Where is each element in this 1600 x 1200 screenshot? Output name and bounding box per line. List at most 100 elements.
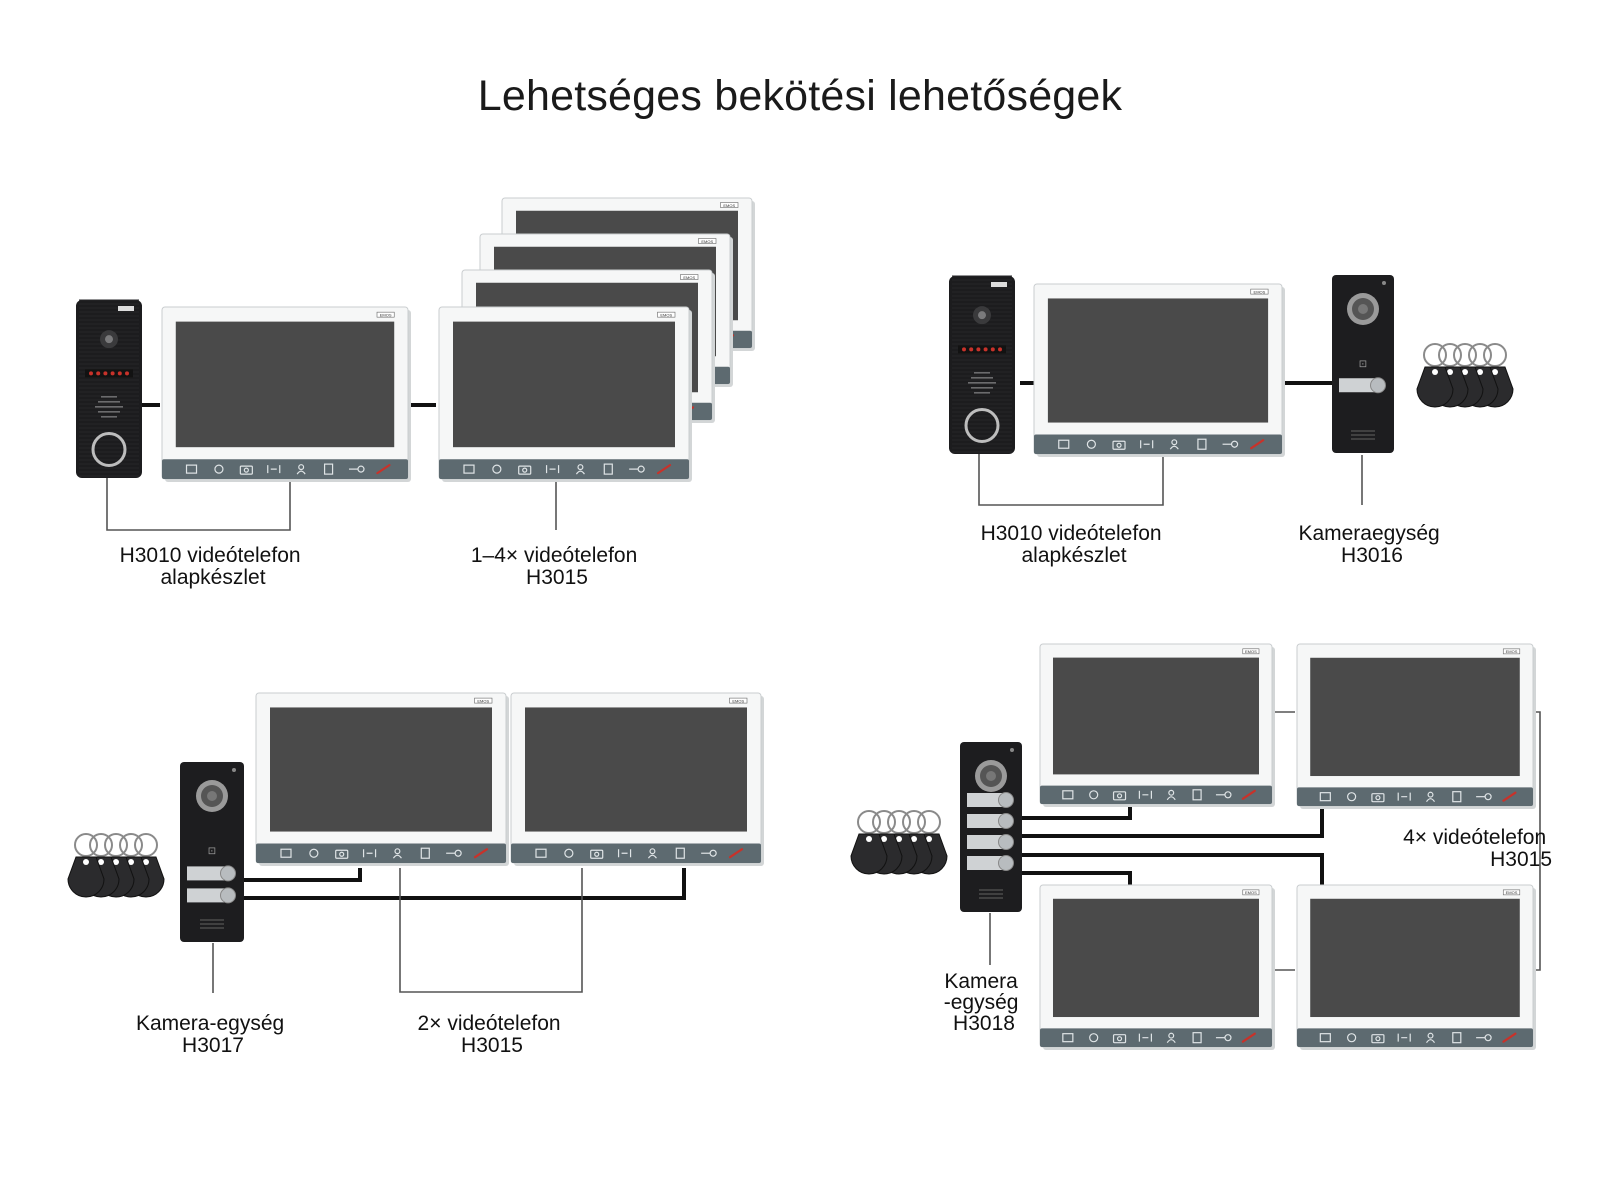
monitor-screen <box>525 707 747 832</box>
diagram-2-label-camera: Kameraegység H3016 <box>1298 522 1445 567</box>
brand-logo <box>720 202 739 208</box>
video-monitor: EMOS <box>510 692 764 866</box>
call-button-icon <box>998 834 1014 850</box>
monitor-icon <box>1138 1033 1152 1042</box>
hangup-icon <box>1250 439 1265 450</box>
diagram-1-label-kit: H3010 videótelefon alapkészlet <box>120 544 307 589</box>
cable <box>244 868 686 900</box>
intercom-icon <box>1319 1033 1331 1043</box>
monitor-icon <box>545 465 560 474</box>
name-plate <box>967 793 1003 807</box>
camera-icon <box>1371 793 1385 803</box>
cable <box>1022 871 1132 885</box>
key-ring-icon <box>134 833 158 857</box>
monitor-icon <box>362 849 377 858</box>
intercom-icon <box>1319 792 1331 802</box>
monitor-button-bar <box>439 459 689 479</box>
key-ring-icon <box>857 810 881 834</box>
intercom-icon <box>1062 1033 1074 1043</box>
name-plate <box>967 835 1003 849</box>
video-monitor: EMOS <box>1033 283 1285 457</box>
brand-logo-text: EMOS <box>380 312 392 317</box>
intercom-icon <box>463 464 475 474</box>
gear-icon <box>1089 1033 1099 1043</box>
key-icon <box>1476 793 1492 801</box>
intercom-icon <box>280 848 292 858</box>
door-icon <box>323 463 334 475</box>
monitor-screen <box>1047 298 1269 423</box>
person-icon <box>1166 1032 1176 1044</box>
name-plate <box>967 856 1003 870</box>
person-icon <box>392 848 402 859</box>
door-icon <box>1452 1032 1462 1044</box>
leader-line <box>399 868 583 993</box>
door-station-body <box>76 300 142 478</box>
brand-logo-text: EMOS <box>701 239 713 244</box>
leader-line <box>106 450 291 531</box>
brand-logo <box>118 306 134 311</box>
door-icon <box>1452 791 1462 803</box>
rfid-reader-icon: ⊡ <box>1359 359 1367 370</box>
rfid-key-fobs <box>850 810 948 875</box>
key-icon <box>1215 791 1232 799</box>
brand-logo <box>991 282 1007 287</box>
camera-icon <box>1112 791 1127 801</box>
door-icon <box>420 847 430 859</box>
door-icon <box>603 463 613 475</box>
call-button-icon <box>964 408 1000 444</box>
brand-logo <box>680 274 699 280</box>
call-button-icon <box>91 432 127 468</box>
brand-logo <box>1242 648 1260 655</box>
gear-icon <box>214 464 224 474</box>
video-monitor: EMOS <box>1039 884 1275 1050</box>
brand-logo-text: EMOS <box>660 312 672 317</box>
brand-logo <box>657 311 676 318</box>
key-icon <box>446 849 462 857</box>
brand-logo <box>1250 288 1269 295</box>
video-monitor: EMOS <box>1296 643 1536 809</box>
video-monitor: EMOS <box>161 306 411 482</box>
ir-led-strip <box>958 345 1006 354</box>
monitor-screen <box>1310 898 1520 1018</box>
key-ring-icon <box>1453 343 1477 367</box>
intercom-icon <box>1058 439 1070 449</box>
call-button-icon <box>220 865 236 882</box>
gear-icon <box>564 848 574 858</box>
rfid-reader-icon: ⊡ <box>208 846 216 857</box>
gear-icon <box>1086 439 1096 449</box>
monitor-icon <box>1138 790 1152 799</box>
name-plate <box>187 888 225 903</box>
hangup-icon <box>376 464 391 475</box>
key-ring-icon <box>119 833 143 857</box>
person-icon <box>647 848 657 859</box>
cable <box>244 868 362 882</box>
call-button-icon <box>998 855 1014 871</box>
brand-logo <box>376 311 395 318</box>
brand-logo-text: EMOS <box>683 275 695 280</box>
person-icon <box>1426 1032 1436 1044</box>
diagram-2-label-kit: H3010 videótelefon alapkészlet <box>981 522 1168 567</box>
page-title: Lehetséges bekötési lehetőségek <box>477 72 1123 120</box>
rfid-key-fobs <box>1416 343 1514 408</box>
video-monitor: EMOS <box>255 692 509 866</box>
gear-icon <box>309 848 319 858</box>
call-button-icon <box>998 813 1014 829</box>
hangup-icon <box>1502 791 1517 802</box>
person-icon <box>1166 789 1176 801</box>
person-icon <box>1426 791 1436 803</box>
brand-logo <box>698 238 717 244</box>
video-monitor: EMOS <box>1296 884 1536 1050</box>
door-icon <box>1192 789 1202 801</box>
monitor-button-bar <box>511 843 761 863</box>
cable <box>1022 808 1324 838</box>
key-ring-icon <box>917 810 941 834</box>
key-fob-icon <box>67 856 105 898</box>
diagram-4-label-camera: Kamera -egység H3018 <box>944 970 1025 1035</box>
key-ring-icon <box>104 833 128 857</box>
monitor-button-bar <box>1040 785 1272 804</box>
brand-logo-text: EMOS <box>1506 649 1518 654</box>
key-ring-icon <box>1423 343 1447 367</box>
key-ring-icon <box>74 833 98 857</box>
call-button-icon <box>1370 377 1386 394</box>
